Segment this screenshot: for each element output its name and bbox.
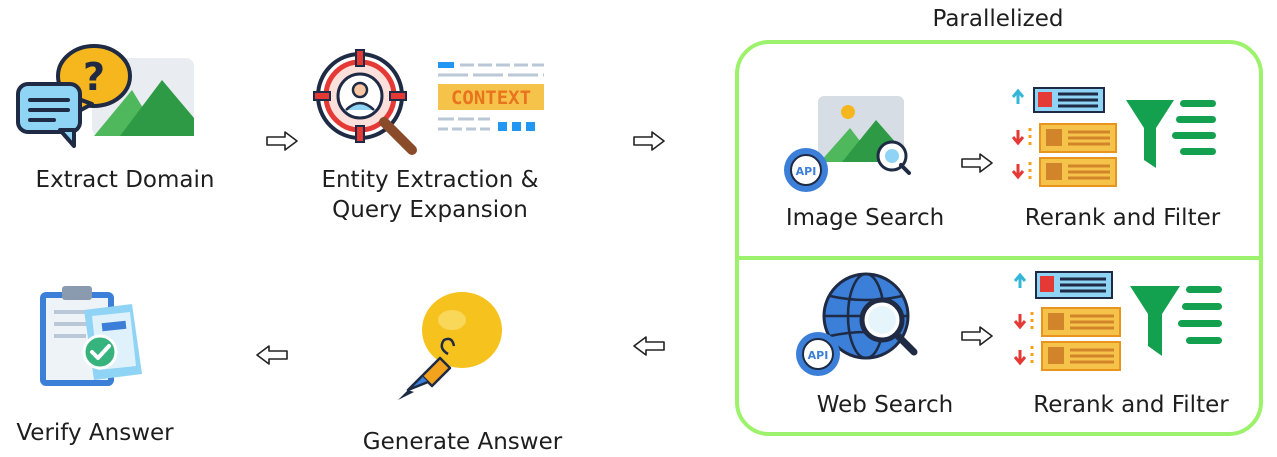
- parallel-label-image-search: Image Search: [785, 205, 945, 231]
- step-label-generate-answer: Generate Answer: [362, 429, 563, 455]
- clipboard-check-icon: [40, 286, 142, 386]
- parallel-container: [735, 40, 1263, 436]
- context-document-icon: CONTEXT: [438, 62, 544, 131]
- web-search-api-icon: API: [796, 272, 918, 376]
- step-label-entity-extraction: Entity Extraction & Query Expansion: [300, 165, 560, 225]
- parallel-label-web-search: Web Search: [816, 392, 954, 418]
- target-person-icon: [313, 49, 417, 155]
- svg-text:CONTEXT: CONTEXT: [451, 87, 531, 109]
- lightbulb-pencil-icon: [398, 292, 502, 400]
- chat-image-icon: ?: [16, 44, 194, 148]
- parallel-divider: [735, 256, 1263, 260]
- step-label-extract-domain: Extract Domain: [35, 167, 215, 193]
- step-label-entity-line1: Entity Extraction &: [321, 167, 539, 193]
- svg-text:API: API: [808, 349, 829, 362]
- parallel-label-rerank-bottom: Rerank and Filter: [1033, 392, 1229, 418]
- parallel-title: Parallelized: [932, 6, 1064, 32]
- right-arrow-icon: [266, 131, 298, 151]
- step-label-entity-line2: Query Expansion: [332, 197, 528, 223]
- parallel-label-rerank-top: Rerank and Filter: [1024, 205, 1221, 231]
- right-arrow-icon: [961, 153, 993, 173]
- svg-text:?: ?: [83, 55, 105, 99]
- rerank-filter-icon: [1011, 87, 1216, 187]
- left-arrow-icon: [633, 336, 665, 356]
- rerank-filter-icon: [1013, 271, 1222, 371]
- step-label-verify-answer: Verify Answer: [16, 420, 174, 446]
- right-arrow-icon: [961, 326, 993, 346]
- right-arrow-icon: [633, 131, 665, 151]
- svg-text:API: API: [796, 165, 817, 178]
- left-arrow-icon: [256, 345, 288, 365]
- image-search-api-icon: API: [784, 96, 911, 192]
